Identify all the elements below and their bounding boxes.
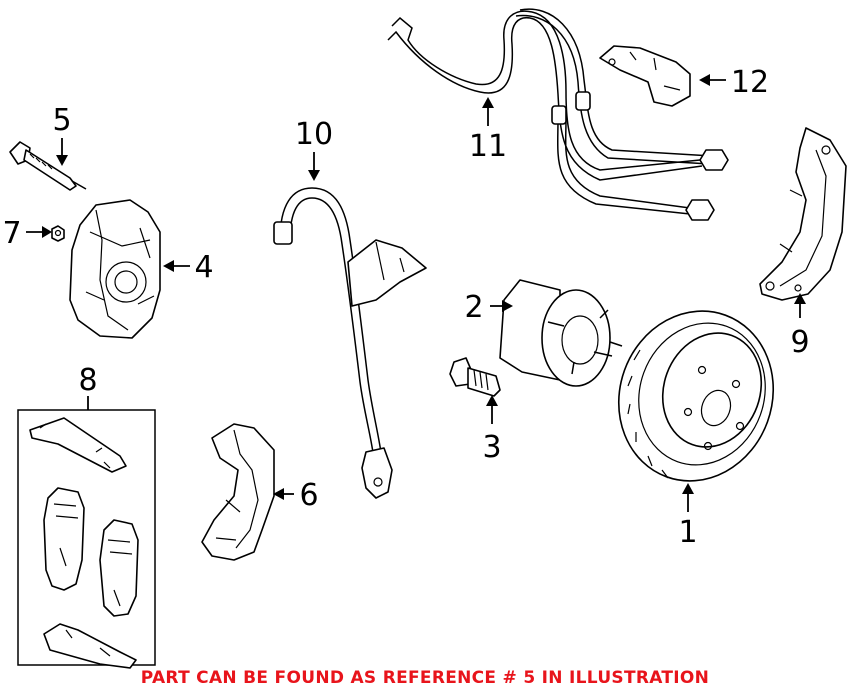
callout-11: 11 bbox=[469, 129, 507, 164]
part-hub-bolt[interactable] bbox=[449, 357, 501, 397]
callout-1: 1 bbox=[678, 515, 697, 550]
callout-6: 6 bbox=[299, 478, 318, 513]
leader-lines bbox=[26, 74, 806, 512]
part-guide-pin-bolt[interactable] bbox=[9, 141, 87, 191]
part-sensor-bracket[interactable] bbox=[599, 45, 691, 107]
part-abs-sensor-wires[interactable] bbox=[387, 8, 729, 221]
part-brake-hose[interactable] bbox=[273, 187, 427, 499]
part-hub-bearing[interactable] bbox=[499, 279, 623, 387]
reference-notice: PART CAN BE FOUND AS REFERENCE # 5 IN IL… bbox=[140, 668, 710, 688]
part-brake-pad-kit[interactable] bbox=[17, 409, 156, 669]
callout-12: 12 bbox=[731, 65, 769, 100]
callout-2: 2 bbox=[464, 290, 483, 325]
part-caliper[interactable] bbox=[69, 199, 161, 339]
callout-5: 5 bbox=[52, 103, 71, 138]
callout-7: 7 bbox=[2, 216, 21, 251]
callout-3: 3 bbox=[482, 430, 501, 465]
part-brake-rotor[interactable] bbox=[595, 289, 797, 503]
callout-9: 9 bbox=[790, 325, 809, 360]
part-splash-shield[interactable] bbox=[759, 127, 847, 301]
callout-8: 8 bbox=[78, 363, 97, 398]
callout-4: 4 bbox=[194, 250, 213, 285]
part-bleeder-screw[interactable] bbox=[51, 225, 65, 242]
callout-10: 10 bbox=[295, 117, 333, 152]
part-caliper-bracket[interactable] bbox=[201, 423, 275, 561]
